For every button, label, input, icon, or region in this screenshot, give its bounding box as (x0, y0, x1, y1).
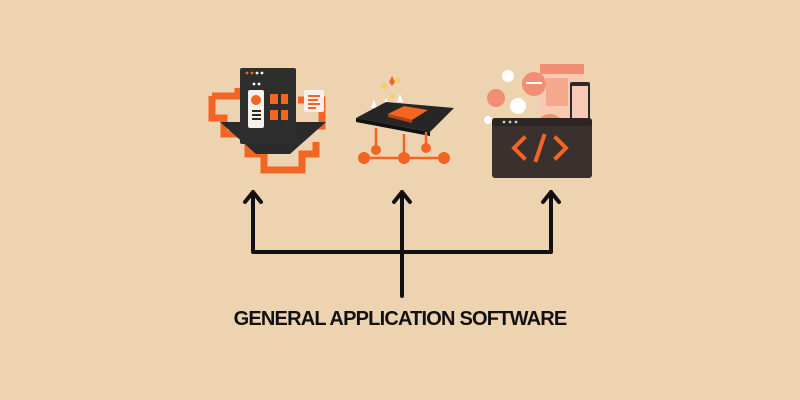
chip-circuit-icon (352, 74, 458, 168)
software-window-workflow-icon (198, 66, 336, 178)
code-window-icon (484, 62, 596, 180)
arrow-middle-head (392, 190, 412, 204)
arrow-left-head (243, 190, 263, 204)
diagram-title: GENERAL APPLICATION SOFTWARE (233, 308, 568, 330)
arrow-right-head (541, 190, 561, 204)
